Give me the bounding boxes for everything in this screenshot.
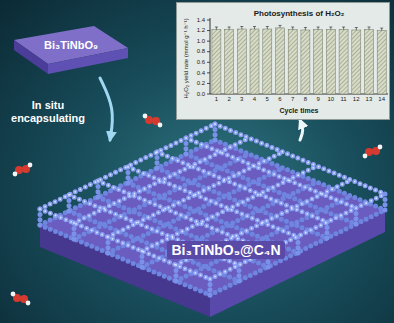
bar [314,30,323,95]
bar [276,28,285,94]
tick-label: 7 [291,96,294,103]
slab-side [14,40,48,74]
tick-label: 0.6 [197,59,205,66]
hydrogen-atom [13,172,18,177]
tick-label: 2 [227,96,230,103]
tick-label: 10 [327,96,334,103]
axis-title: Cycle times [280,107,319,115]
tick-label: 1 [215,96,218,103]
tick-label: 0.4 [197,70,205,77]
bar [377,31,386,94]
molecule [11,292,31,306]
bar-series [212,28,386,94]
bar [301,30,310,94]
tick-label: 4 [253,96,256,103]
chart-title: Photosynthesis of H₂O₂ [254,9,345,18]
axis-ticks [207,20,210,94]
bar [250,29,259,94]
molecule [13,163,33,177]
bar [365,30,374,95]
tick-label: 6 [278,96,281,103]
tick-label: 3 [240,96,243,103]
hydrogen-atom [378,145,383,150]
tick-label: 0.0 [197,91,205,98]
edge-label: In situ encapsulating [4,99,92,125]
hydrogen-atom [158,123,163,128]
bar [326,30,335,95]
bar [263,29,272,94]
bead-highlight [40,124,385,279]
tick-label: 1.2 [197,27,205,34]
chart-background [176,2,390,120]
bar [288,30,297,95]
tick-label: 13 [366,96,373,103]
tick-label: 5 [266,96,269,103]
tick-label: 0.2 [197,80,205,87]
tick-label: 8 [304,96,307,103]
hydrogen-atom [28,163,33,168]
hydrogen-atom [26,301,31,306]
material-slab: Bi₃TiNbO₉ [10,22,130,78]
tick-label: 12 [353,96,360,103]
process-arrow [300,120,303,140]
bead-lattice [40,124,385,279]
hydrogen-atom [143,114,148,119]
bar [352,30,361,94]
slab-side [48,48,128,74]
tick-label: 11 [340,96,346,103]
process-arrow [100,78,112,140]
composite-label: Bi₃TiNbO₉@C₄N [167,241,284,259]
bead-posts [40,124,385,295]
chart-axes [210,18,388,94]
molecule [143,114,163,128]
hydrogen-atom [363,154,368,159]
molecule [363,145,383,159]
bar [225,30,234,95]
composite-framework: Bi₃TiNbO₉@C₄N [36,140,392,321]
hydrogen-atom [11,292,16,297]
chart-panel: Photosynthesis of H₂O₂ [176,2,390,120]
error-bars [215,25,383,30]
bar [339,30,348,95]
tick-label: 1.4 [197,17,205,24]
axis-title: H₂O₂ yield rate (mmol g⁻¹ h⁻¹) [183,18,190,98]
tick-label: 9 [316,96,319,103]
tick-label: 0.8 [197,48,205,55]
tick-label: 14 [378,96,385,103]
material-label: Bi₃TiNbO₉ [44,39,98,52]
bar [212,30,221,95]
tick-label: 1.0 [197,38,205,45]
bar [237,29,246,94]
